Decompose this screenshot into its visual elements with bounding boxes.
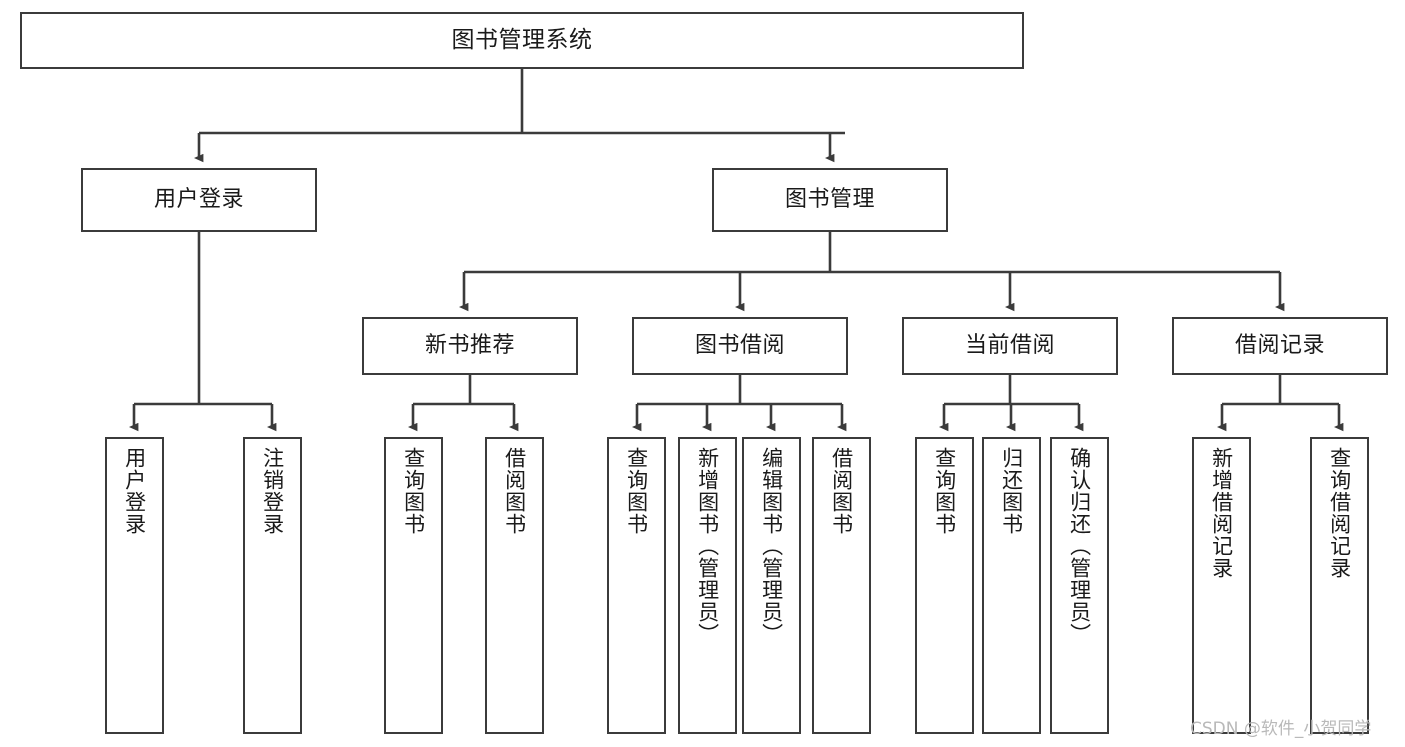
node-label: 查询图书 (401, 447, 426, 535)
node-label: 新增借阅记录 (1209, 447, 1234, 579)
leaf-search-book-current[interactable]: 查询图书 (915, 437, 974, 734)
node-root-system[interactable]: 图书管理系统 (20, 12, 1024, 69)
leaf-borrow-book[interactable]: 借阅图书 (812, 437, 871, 734)
node-label: 归还图书 (999, 447, 1024, 535)
node-label: 图书管理系统 (451, 26, 593, 53)
node-label: 查询图书 (932, 447, 957, 535)
node-label: 图书借阅 (694, 332, 785, 358)
leaf-search-book-borrow[interactable]: 查询图书 (607, 437, 666, 734)
node-borrow-records[interactable]: 借阅记录 (1172, 317, 1388, 375)
node-label: 编辑图书（管理员） (759, 447, 784, 645)
node-new-book-recommend[interactable]: 新书推荐 (362, 317, 578, 375)
node-book-borrow[interactable]: 图书借阅 (632, 317, 848, 375)
node-label: 借阅图书 (502, 447, 527, 535)
node-label: 当前借阅 (964, 332, 1055, 358)
leaf-return-book[interactable]: 归还图书 (982, 437, 1041, 734)
node-user-login[interactable]: 用户登录 (81, 168, 317, 232)
node-label: 新书推荐 (424, 332, 515, 358)
node-label: 新增图书（管理员） (695, 447, 720, 645)
leaf-borrow-book-recommend[interactable]: 借阅图书 (485, 437, 544, 734)
node-label: 查询借阅记录 (1327, 447, 1352, 579)
node-label: 用户登录 (122, 447, 147, 535)
leaf-logout[interactable]: 注销登录 (243, 437, 302, 734)
node-current-borrow[interactable]: 当前借阅 (902, 317, 1118, 375)
node-label: 查询图书 (624, 447, 649, 535)
leaf-search-book-recommend[interactable]: 查询图书 (384, 437, 443, 734)
node-label: 图书管理 (784, 186, 875, 212)
node-label: 确认归还（管理员） (1067, 447, 1092, 645)
node-book-management[interactable]: 图书管理 (712, 168, 948, 232)
leaf-confirm-return-admin[interactable]: 确认归还（管理员） (1050, 437, 1109, 734)
node-label: 注销登录 (260, 447, 285, 535)
csdn-watermark: CSDN @软件_小贺同学 (1190, 719, 1372, 739)
node-label: 用户登录 (153, 186, 244, 212)
leaf-add-book-admin[interactable]: 新增图书（管理员） (678, 437, 737, 734)
node-label: 借阅图书 (829, 447, 854, 535)
node-label: 借阅记录 (1234, 332, 1325, 358)
leaf-edit-book-admin[interactable]: 编辑图书（管理员） (742, 437, 801, 734)
leaf-user-login[interactable]: 用户登录 (105, 437, 164, 734)
leaf-add-borrow-record[interactable]: 新增借阅记录 (1192, 437, 1251, 734)
leaf-search-borrow-record[interactable]: 查询借阅记录 (1310, 437, 1369, 734)
